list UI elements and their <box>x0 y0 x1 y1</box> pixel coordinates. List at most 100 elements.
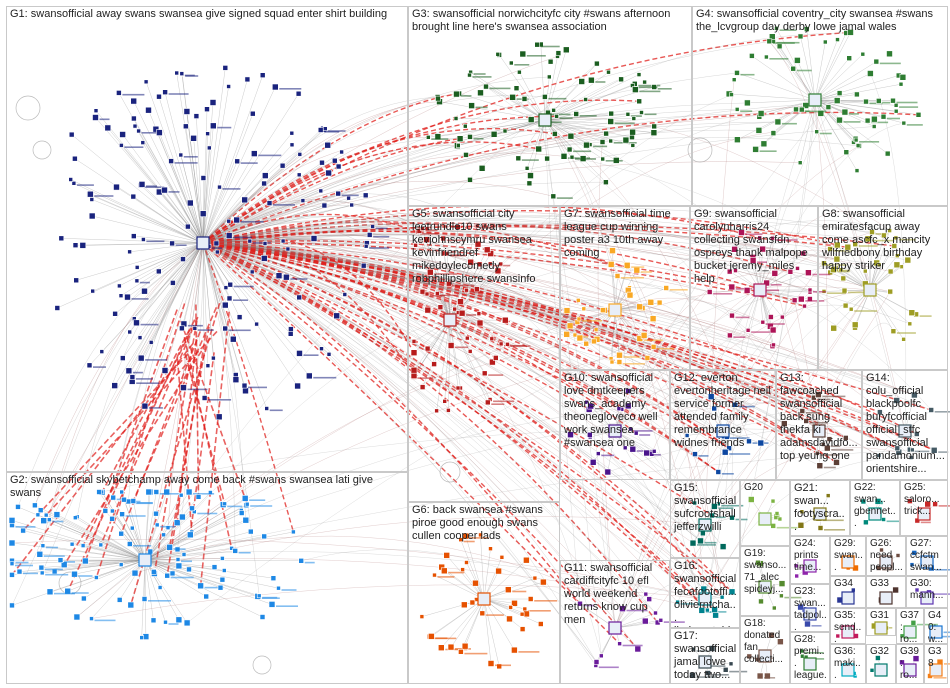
node-label-mark <box>696 650 710 652</box>
edge <box>869 289 917 315</box>
node-g5 <box>464 287 469 293</box>
edge <box>607 430 616 473</box>
node-g22 <box>860 498 867 505</box>
node-g1 <box>148 340 154 345</box>
edge <box>144 498 246 561</box>
node-label-mark <box>805 300 825 302</box>
group-panel-g18: G18: donated fan collecti... <box>740 616 790 684</box>
node-g6 <box>479 610 486 617</box>
node-g1 <box>201 395 208 401</box>
edge <box>465 119 546 156</box>
edge <box>144 559 166 623</box>
node-label-mark <box>313 376 337 379</box>
node-label-mark <box>54 592 75 595</box>
edge <box>56 514 146 561</box>
node-g1 <box>217 184 222 190</box>
edge <box>75 517 146 561</box>
edge <box>202 79 248 244</box>
hub-node-g24 <box>803 559 817 573</box>
node-g3 <box>519 50 527 58</box>
node-label-mark <box>540 45 560 48</box>
node-g3 <box>550 193 557 200</box>
node-g2 <box>130 525 135 531</box>
edge <box>43 520 146 561</box>
edge <box>614 309 648 359</box>
edge <box>74 158 204 244</box>
node-g1 <box>232 376 240 384</box>
node-g4 <box>843 149 850 155</box>
edge <box>630 289 871 430</box>
node-g3 <box>583 97 588 102</box>
node-g5 <box>483 246 491 254</box>
edge <box>11 559 146 564</box>
node-label-mark <box>657 347 675 350</box>
node-g1 <box>296 294 303 301</box>
edge <box>202 242 638 650</box>
edge <box>202 242 713 517</box>
edge <box>734 249 761 291</box>
node-g3 <box>546 74 552 80</box>
group-panel-g24: G24: prints time... <box>790 536 830 584</box>
edge <box>144 341 595 561</box>
node-g2 <box>186 566 192 573</box>
group-label-g28: G28: premi... league... <box>794 634 827 683</box>
edge <box>144 559 279 589</box>
node-g1 <box>138 181 146 188</box>
node-g5 <box>467 349 473 354</box>
edge <box>202 133 292 244</box>
edge <box>554 133 706 600</box>
node-g4 <box>774 118 782 126</box>
node-g3 <box>630 143 636 148</box>
node-g3 <box>524 166 530 171</box>
group-label-g16: G16: swansofficial fecafootoffi... olivi… <box>674 560 737 627</box>
edge <box>202 86 276 244</box>
edge <box>176 339 198 523</box>
node-label-mark <box>94 619 116 622</box>
node-label-mark <box>848 291 864 294</box>
node-g2 <box>179 513 186 521</box>
node-g14 <box>911 391 918 399</box>
edge <box>11 559 146 606</box>
node-g2 <box>220 556 225 561</box>
node-g10 <box>622 445 628 451</box>
node-g8 <box>894 253 900 258</box>
edge <box>614 309 726 453</box>
node-label-mark <box>208 399 232 401</box>
node-label-mark <box>757 261 768 263</box>
node-g1 <box>211 355 216 361</box>
node-g10 <box>589 458 597 466</box>
edge <box>544 119 581 604</box>
edge <box>144 449 913 561</box>
node-g4 <box>752 146 759 153</box>
node-g1 <box>125 367 133 375</box>
node-g17 <box>705 670 712 676</box>
node-g3 <box>569 154 575 160</box>
node-g2 <box>151 569 157 575</box>
edge <box>460 119 546 139</box>
group-label-g31: G31 <box>870 610 889 621</box>
edge <box>202 153 255 244</box>
group-panel-g22: G22: swan... gbennet... <box>850 480 900 536</box>
node-g2 <box>248 528 254 535</box>
hub-node-g5 <box>443 313 457 327</box>
edge <box>193 138 204 244</box>
node-g2 <box>232 548 238 554</box>
edge <box>202 231 597 330</box>
node-g2 <box>222 501 227 507</box>
edge <box>145 81 204 244</box>
node-g4 <box>731 77 737 82</box>
node-label-mark <box>488 374 504 376</box>
node-g2 <box>8 539 16 547</box>
node-label-mark <box>751 331 771 333</box>
edge <box>202 222 908 261</box>
group-panel-g37: G37: ro... <box>896 608 924 644</box>
hub-node-g1 <box>196 236 210 250</box>
edge <box>485 86 546 121</box>
node-label-mark <box>480 227 495 229</box>
node-g13 <box>780 420 788 428</box>
hub-node-g38 <box>929 663 943 677</box>
node-g3 <box>578 78 586 85</box>
node-g1 <box>88 212 96 220</box>
node-g4 <box>853 137 859 143</box>
node-label-mark <box>633 430 653 432</box>
